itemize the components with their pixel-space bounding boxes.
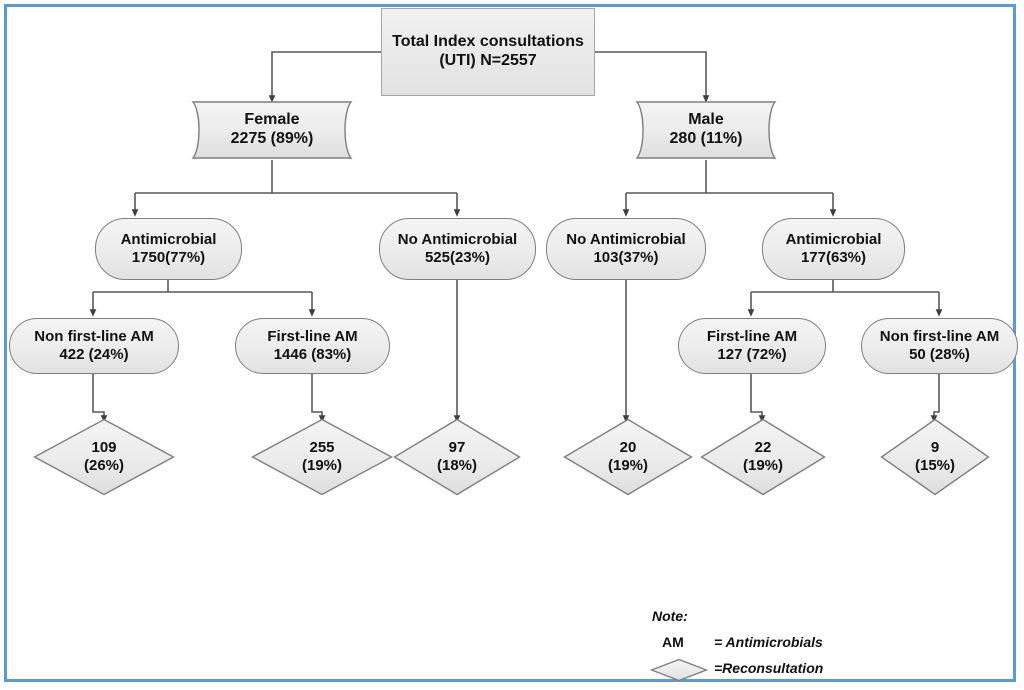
node-line1: 22: [754, 439, 772, 457]
diamond-female-first-line-reconsultation[interactable]: 255 (19%): [251, 418, 393, 496]
diamond-male-non-first-line-reconsultation[interactable]: 9 (15%): [880, 418, 990, 496]
node-line1: 9: [930, 439, 940, 457]
diamond-shape: [393, 418, 521, 496]
node-line2: 103(37%): [593, 249, 659, 266]
node-line2: 525(23%): [424, 249, 491, 266]
node-line2: 177(63%): [800, 249, 867, 266]
node-female-non-first-line-am[interactable]: Non first-line AM 422 (24%): [9, 318, 179, 374]
legend-am-definition: = Antimicrobials: [714, 634, 823, 650]
node-line1: 20: [619, 439, 637, 457]
node-line1: Antimicrobial: [120, 231, 217, 249]
node-line2: (19%): [742, 457, 783, 474]
node-line2: 50 (28%): [909, 346, 970, 363]
node-line1: Male: [688, 111, 724, 129]
diamond-shape: [880, 418, 990, 496]
legend: Note: AM = Antimicrobials =Reconsultatio…: [648, 608, 908, 684]
legend-diamond-definition: =Reconsultation: [714, 660, 824, 676]
node-total-index-consultations[interactable]: Total Index consultations (UTI) N=2557: [381, 8, 595, 96]
node-line2: (26%): [83, 457, 124, 474]
node-line1: Non first-line AM: [34, 328, 154, 346]
node-line1: Total Index consultations: [392, 33, 584, 51]
node-line2: 2275 (89%): [230, 130, 314, 147]
node-line2: (19%): [301, 457, 342, 474]
diamond-female-non-first-line-reconsultation[interactable]: 109 (26%): [33, 418, 175, 496]
node-line1: Antimicrobial: [785, 231, 882, 249]
node-line2: (15%): [914, 457, 955, 474]
diamond-shape: [251, 418, 393, 496]
node-male-first-line-am[interactable]: First-line AM 127 (72%): [678, 318, 826, 374]
node-line2: (18%): [436, 457, 477, 474]
node-line2: (19%): [607, 457, 648, 474]
node-female-antimicrobial[interactable]: Antimicrobial 1750(77%): [95, 218, 242, 280]
node-line1: 255: [309, 439, 335, 457]
diamond-female-no-antimicrobial-reconsultation[interactable]: 97 (18%): [393, 418, 521, 496]
legend-diamond-icon: [650, 658, 708, 682]
node-line2: 1750(77%): [131, 249, 206, 266]
legend-note-label: Note:: [652, 608, 688, 624]
diamond-shape: [33, 418, 175, 496]
diamond-shape: [700, 418, 826, 496]
legend-am-abbrev: AM: [662, 634, 684, 650]
node-male[interactable]: Male 280 (11%): [628, 100, 784, 160]
node-line1: First-line AM: [267, 328, 358, 346]
node-female[interactable]: Female 2275 (89%): [183, 100, 361, 160]
node-line1: 109: [91, 439, 117, 457]
node-female-no-antimicrobial[interactable]: No Antimicrobial 525(23%): [379, 218, 536, 280]
node-line2: 280 (11%): [669, 130, 743, 147]
node-line2: 1446 (83%): [273, 346, 352, 363]
node-line1: Non first-line AM: [879, 328, 1000, 346]
node-line1: Female: [244, 111, 300, 129]
diamond-shape: [563, 418, 693, 496]
node-female-first-line-am[interactable]: First-line AM 1446 (83%): [235, 318, 390, 374]
node-line1: First-line AM: [706, 328, 798, 346]
flag-shape: [191, 101, 353, 159]
node-line2: 422 (24%): [59, 346, 129, 363]
flag-shape: [635, 101, 777, 159]
node-line1: 97: [448, 439, 466, 457]
node-male-antimicrobial[interactable]: Antimicrobial 177(63%): [762, 218, 905, 280]
node-line2: 127 (72%): [717, 346, 787, 363]
node-male-non-first-line-am[interactable]: Non first-line AM 50 (28%): [861, 318, 1018, 374]
node-line1: No Antimicrobial: [397, 231, 518, 249]
node-male-no-antimicrobial[interactable]: No Antimicrobial 103(37%): [546, 218, 706, 280]
node-line2: (UTI) N=2557: [439, 52, 537, 69]
diamond-male-first-line-reconsultation[interactable]: 22 (19%): [700, 418, 826, 496]
diamond-male-no-antimicrobial-reconsultation[interactable]: 20 (19%): [563, 418, 693, 496]
node-line1: No Antimicrobial: [566, 231, 686, 249]
